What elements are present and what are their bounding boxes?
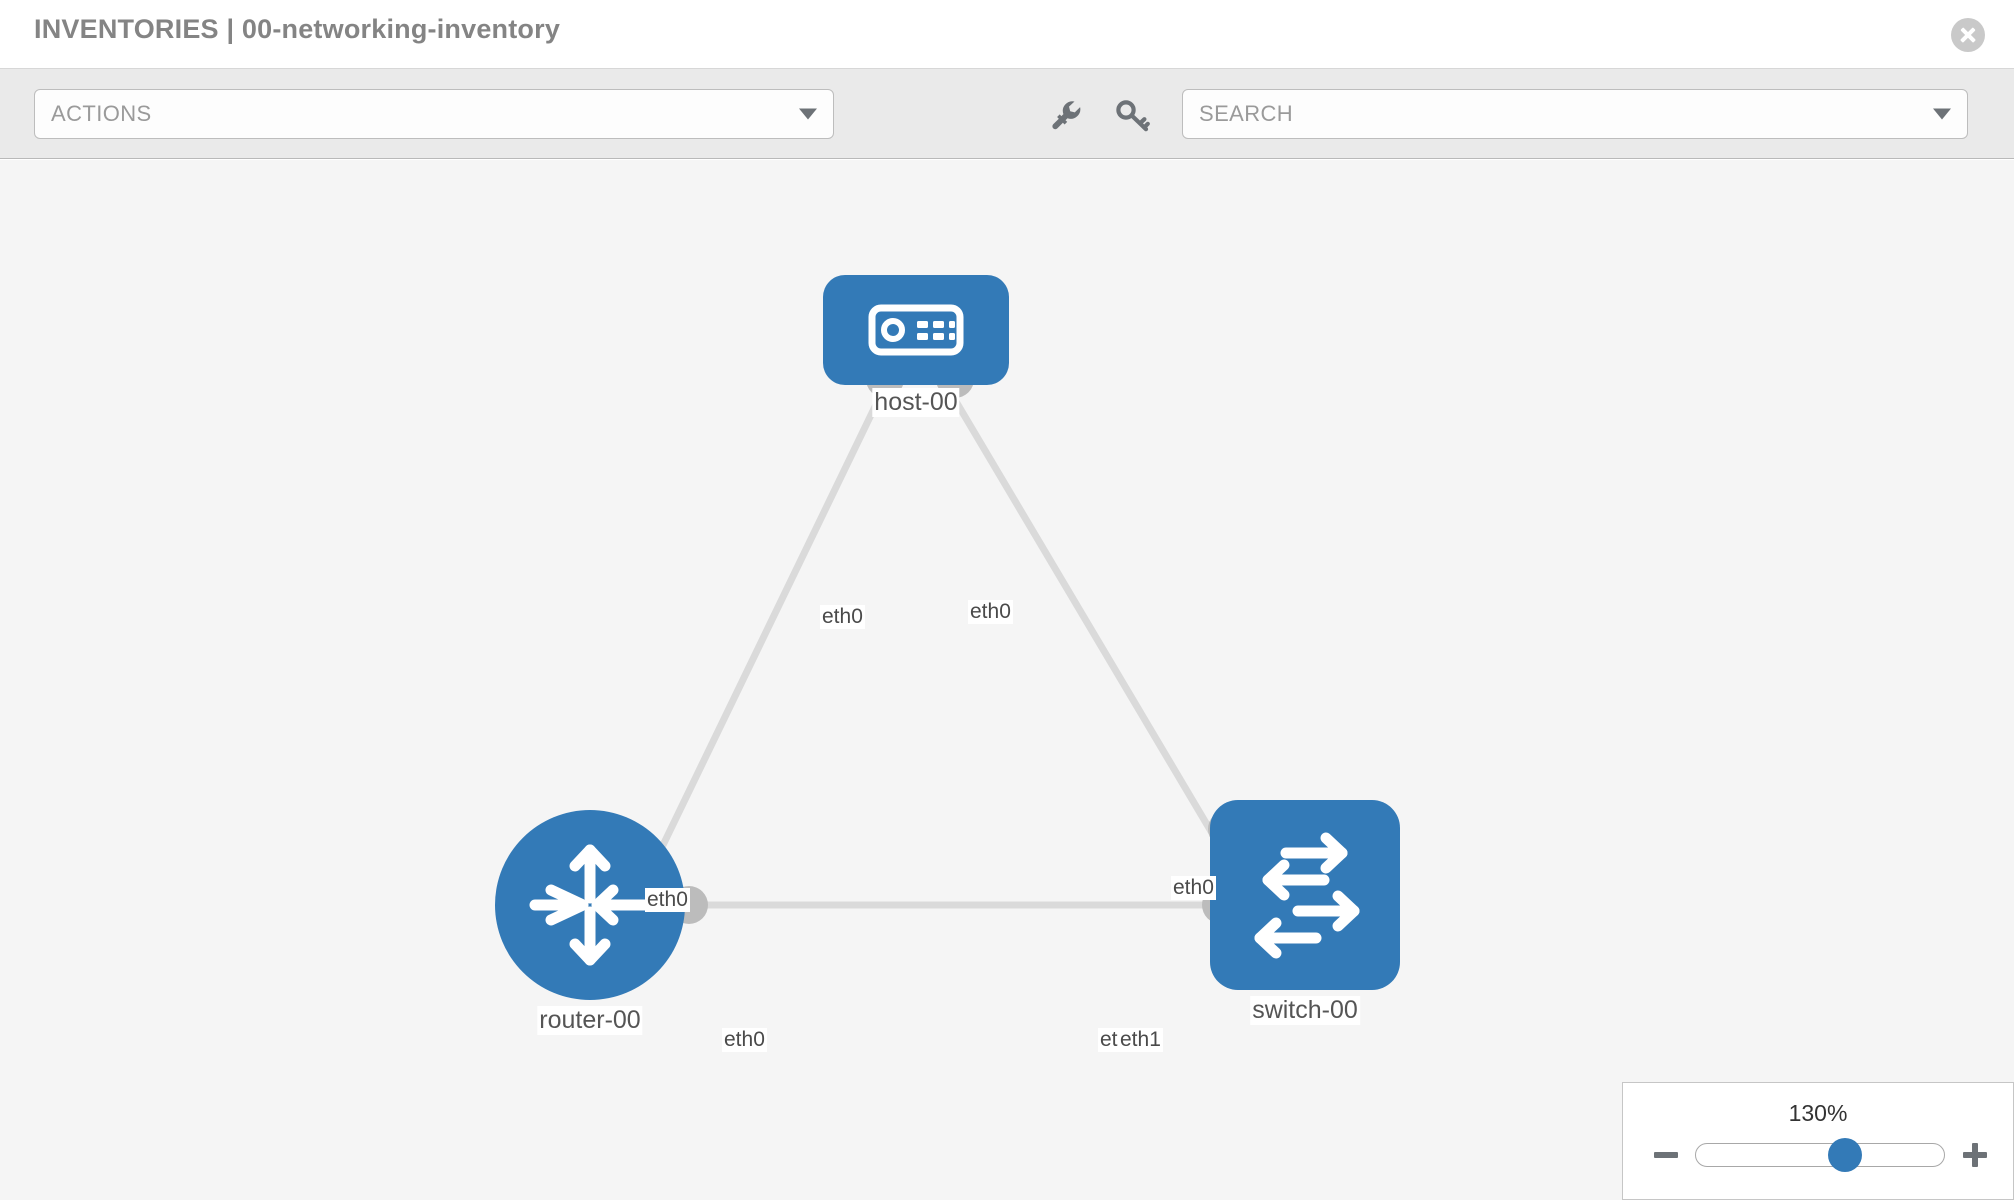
chevron-down-icon (1933, 108, 1951, 120)
actions-dropdown[interactable]: ACTIONS (34, 89, 834, 139)
server-icon (868, 304, 964, 356)
search-placeholder: SEARCH (1199, 101, 1294, 126)
node-label-host-00: host-00 (872, 388, 960, 417)
zoom-level-value: 130% (1788, 1100, 1848, 1126)
search-input[interactable]: SEARCH (1182, 89, 1968, 139)
zoom-slider-thumb[interactable] (1827, 1138, 1862, 1172)
interface-label: eth1 (1118, 1028, 1163, 1052)
actions-dropdown-label: ACTIONS (51, 101, 152, 126)
page-title: INVENTORIES | 00-networking-inventory (34, 14, 561, 44)
page-header: INVENTORIES | 00-networking-inventory (0, 0, 2014, 69)
close-icon[interactable] (1951, 18, 1985, 52)
topology-links (646, 384, 1232, 909)
zoom-out-button[interactable] (1651, 1140, 1681, 1170)
topology-canvas[interactable]: host-00 router-00 (0, 160, 2014, 1200)
router-arrows-icon (529, 844, 651, 966)
toolbar: ACTIONS SEARCH (0, 69, 2014, 159)
switch-arrows-icon (1254, 832, 1360, 959)
zoom-slider[interactable] (1695, 1138, 1945, 1172)
interface-label: eth0 (645, 888, 690, 912)
interface-label: eth0 (1171, 876, 1216, 900)
chevron-down-icon (799, 108, 817, 120)
node-label-switch-00: switch-00 (1250, 996, 1360, 1025)
node-switch-00[interactable]: switch-00 (1210, 800, 1400, 1025)
wrench-icon[interactable] (1045, 95, 1085, 135)
interface-label: eth0 (722, 1028, 767, 1052)
link-host00-router00 (646, 384, 888, 876)
node-label-router-00: router-00 (537, 1006, 643, 1035)
zoom-control-panel: 130% (1622, 1082, 2014, 1200)
key-icon[interactable] (1113, 95, 1153, 135)
link-host00-switch00 (944, 384, 1232, 864)
interface-label: eth0 (968, 600, 1013, 624)
zoom-in-button[interactable] (1960, 1140, 1990, 1170)
interface-label: eth0 (820, 605, 865, 629)
host-node-shape (823, 275, 1009, 385)
switch-node-shape (1210, 800, 1400, 990)
node-host-00[interactable]: host-00 (823, 275, 1009, 417)
